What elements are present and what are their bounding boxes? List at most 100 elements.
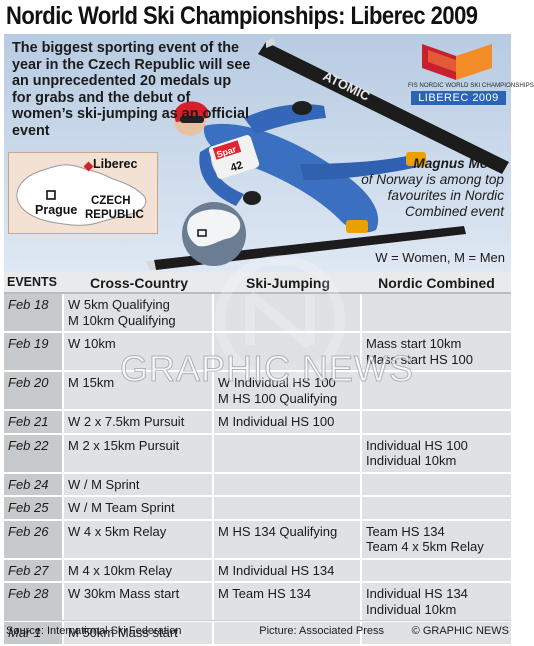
- cross-country-cell: M 50km Mass start: [64, 622, 214, 644]
- logo-mark-icon: [422, 44, 492, 80]
- athlete-name: Magnus Moan: [413, 156, 504, 171]
- header-cross-country: Cross-Country: [89, 275, 188, 291]
- ski-jumping-cell: M HS 134 Qualifying: [214, 520, 362, 558]
- row-date: Feb 19: [4, 333, 64, 370]
- nordic-combined-cell: [362, 497, 511, 519]
- cross-country-cell: M 15km: [64, 372, 214, 409]
- ski-jumper-illustration: ATOMIC Spar 42: [146, 38, 509, 270]
- ski-jumping-cell: [214, 294, 362, 331]
- date-text: Feb 21: [8, 414, 49, 429]
- ski-jumping-cell: M Individual HS 100: [214, 411, 362, 433]
- row-date: Feb 20: [4, 372, 64, 409]
- ski-jumping-cell: [214, 473, 362, 495]
- event-line: M 4 x 10km Relay: [68, 562, 173, 578]
- row-date: Feb 26: [4, 520, 64, 558]
- intro-text: The biggest sporting event of the year i…: [12, 40, 251, 139]
- infographic: Nordic World Ski Championships: Liberec …: [4, 2, 534, 646]
- nordic-combined-cell: [362, 294, 511, 331]
- date-text: Feb 24: [8, 476, 49, 492]
- photo-caption: Magnus Moan of Norway is among top favou…: [326, 156, 504, 220]
- event-line: W Individual HS 100: [218, 375, 336, 390]
- footer-source: Source: International Ski Federation: [6, 624, 182, 637]
- row-date: Feb 24: [4, 473, 64, 495]
- event-line: M Team HS 134: [218, 586, 311, 601]
- event-line: W / M Sprint: [68, 476, 140, 492]
- athlete: Spar 42: [174, 101, 426, 233]
- row-date: Feb 27: [4, 559, 64, 581]
- row-date: Feb 18: [4, 294, 64, 331]
- row-date: Mar 1: [4, 622, 64, 644]
- event-line: W 5km Qualifying: [68, 297, 170, 312]
- event-line: M 50km Mass start: [68, 625, 178, 640]
- event-line: M HS 100 Qualifying: [218, 390, 338, 406]
- event-line: M HS 134 Qualifying: [218, 523, 338, 539]
- ski-jumping-cell: [214, 434, 362, 472]
- nordic-combined-cell: [362, 411, 511, 433]
- event-line: W / M Team Sprint: [68, 500, 175, 515]
- header-events: EVENTS: [7, 275, 58, 289]
- czech-outline-map: [16, 161, 147, 226]
- event-line: Mass start HS 100: [366, 351, 473, 367]
- date-text: Feb 18: [8, 297, 49, 312]
- date-text: Feb 26: [8, 523, 49, 539]
- cross-country-cell: W 4 x 5km Relay: [64, 520, 214, 558]
- logo-caption: FIS NORDIC WORLD SKI CHAMPIONSHIPS: [408, 82, 534, 89]
- row-date: Feb 22: [4, 434, 64, 472]
- cross-country-cell: W / M Team Sprint: [64, 497, 214, 519]
- ski-jumping-cell: [214, 622, 362, 644]
- cross-country-cell: M 4 x 10km Relay: [64, 559, 214, 581]
- row-date: Feb 21: [4, 411, 64, 433]
- map-label-country-2: REPUBLIC: [85, 209, 144, 221]
- cross-country-cell: W / M Sprint: [64, 473, 214, 495]
- date-text: Mar 1: [8, 625, 42, 640]
- footer-credit: © GRAPHIC NEWS: [411, 624, 509, 637]
- table-row: Feb 25 W / M Team Sprint: [4, 497, 511, 521]
- cross-country-cell: W 2 x 7.5km Pursuit: [64, 411, 214, 433]
- prague-marker: [46, 190, 56, 200]
- date-text: Feb 22: [8, 437, 49, 453]
- table-row: Feb 21 W 2 x 7.5km Pursuit M Individual HS…: [4, 411, 511, 435]
- table-row: Feb 28 W 30km Mass start M Team HS 134 Indi…: [4, 583, 511, 622]
- nordic-combined-cell: [362, 559, 511, 581]
- event-line: M Individual HS 134: [218, 562, 335, 578]
- row-date: Feb 28: [4, 583, 64, 620]
- event-line: M 2 x 15km Pursuit: [68, 437, 180, 453]
- championship-logo: [406, 40, 506, 106]
- row-date: Feb 25: [4, 497, 64, 519]
- gender-key: W = Women, M = Men: [375, 250, 505, 265]
- nordic-combined-cell: [362, 473, 511, 495]
- table-row: Feb 26 W 4 x 5km Relay M HS 134 Qualifying…: [4, 520, 511, 560]
- bib-number: 42: [229, 159, 244, 174]
- ski-jumping-cell: [214, 333, 362, 370]
- event-line: Individual HS 134: [366, 586, 468, 601]
- date-text: Feb 20: [8, 375, 49, 390]
- cross-country-cell: W 30km Mass start: [64, 583, 214, 620]
- schedule-table: EVENTS Cross-Country Ski-Jumping Nordic …: [4, 272, 511, 646]
- event-line: W 2 x 7.5km Pursuit: [68, 414, 185, 429]
- map-label-country-1: CZECH: [91, 195, 131, 207]
- globe-inset: [182, 202, 246, 266]
- map-label-liberec: Liberec: [93, 157, 138, 171]
- ski-jumping-cell: [214, 497, 362, 519]
- header-nordic-combined: Nordic Combined: [378, 275, 495, 291]
- event-line: W 10km: [68, 336, 116, 351]
- header-ski-jumping: Ski-Jumping: [245, 275, 330, 291]
- event-line: Team 4 x 5km Relay: [366, 539, 484, 554]
- event-line: M 10km Qualifying: [68, 312, 176, 328]
- footer: Source: International Ski Federation Pic…: [4, 620, 511, 640]
- event-line: W 4 x 5km Relay: [68, 523, 167, 539]
- date-text: Feb 28: [8, 586, 49, 601]
- czech-map: Liberec Prague CZECH REPUBLIC: [8, 152, 158, 234]
- caption-text: of Norway is among top favourites in Nor…: [361, 172, 504, 219]
- date-text: Feb 25: [8, 500, 49, 515]
- event-line: M Individual HS 100: [218, 414, 335, 429]
